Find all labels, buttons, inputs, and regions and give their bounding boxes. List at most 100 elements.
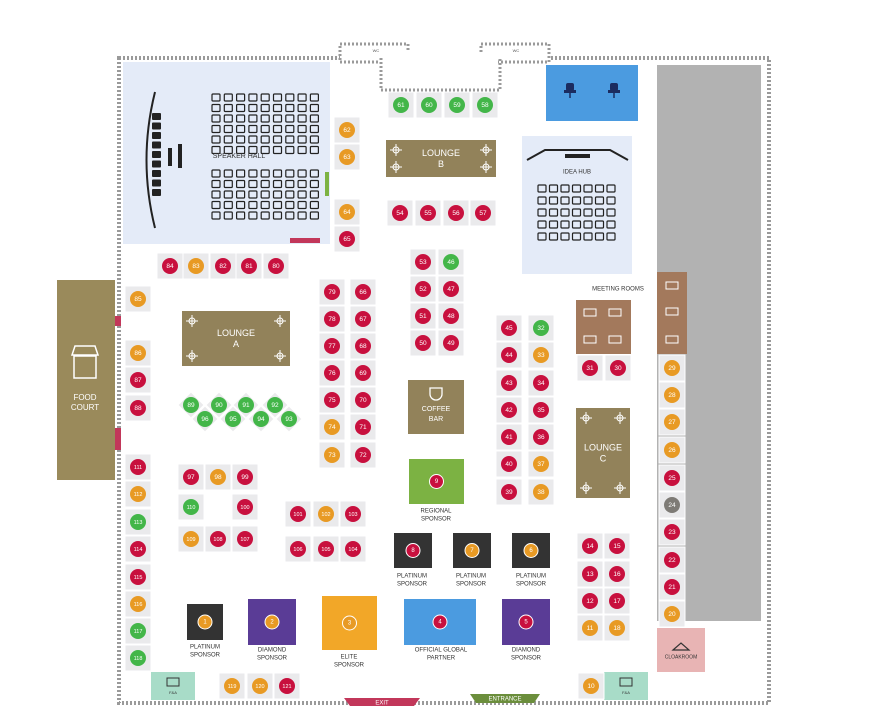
sponsor-marker-7[interactable]: [464, 543, 480, 558]
booth-30[interactable]: [610, 360, 626, 376]
booth-115[interactable]: [130, 569, 146, 585]
booth-27[interactable]: [664, 414, 680, 430]
booth-93[interactable]: [281, 411, 297, 427]
booth-23[interactable]: [664, 524, 680, 540]
booth-50[interactable]: [415, 335, 431, 351]
booth-64[interactable]: [339, 204, 355, 220]
booth-113[interactable]: [130, 514, 146, 530]
booth-103[interactable]: [345, 506, 361, 522]
booth-31[interactable]: [582, 360, 598, 376]
booth-10[interactable]: [583, 678, 599, 694]
booth-22[interactable]: [664, 552, 680, 568]
booth-63[interactable]: [339, 149, 355, 165]
booth-79[interactable]: [324, 284, 340, 300]
booth-104[interactable]: [345, 541, 361, 557]
booth-76[interactable]: [324, 365, 340, 381]
booth-14[interactable]: [582, 538, 598, 554]
booth-72[interactable]: [355, 447, 371, 463]
booth-45[interactable]: [501, 320, 517, 336]
booth-20[interactable]: [664, 606, 680, 622]
booth-55[interactable]: [420, 205, 436, 221]
booth-99[interactable]: [237, 469, 253, 485]
booth-80[interactable]: [268, 258, 284, 274]
booth-60[interactable]: [421, 97, 437, 113]
booth-58[interactable]: [477, 97, 493, 113]
booth-61[interactable]: [393, 97, 409, 113]
sponsor-marker-1[interactable]: [197, 614, 213, 630]
booth-24[interactable]: [664, 497, 680, 513]
booth-43[interactable]: [501, 375, 517, 391]
booth-112[interactable]: [130, 486, 146, 502]
sponsor-marker-4[interactable]: [432, 614, 448, 630]
booth-15[interactable]: [609, 538, 625, 554]
booth-97[interactable]: [183, 469, 199, 485]
sponsor-marker-8[interactable]: [405, 543, 421, 558]
booth-17[interactable]: [609, 593, 625, 609]
booth-117[interactable]: [130, 623, 146, 639]
booth-68[interactable]: [355, 338, 371, 354]
booth-71[interactable]: [355, 419, 371, 435]
booth-118[interactable]: [130, 650, 146, 666]
booth-96[interactable]: [197, 411, 213, 427]
booth-70[interactable]: [355, 392, 371, 408]
sponsor-marker-6[interactable]: [523, 543, 539, 558]
booth-53[interactable]: [415, 254, 431, 270]
booth-16[interactable]: [609, 566, 625, 582]
sponsor-marker-9[interactable]: [429, 474, 444, 489]
booth-36[interactable]: [533, 429, 549, 445]
booth-41[interactable]: [501, 429, 517, 445]
booth-81[interactable]: [241, 258, 257, 274]
booth-67[interactable]: [355, 311, 371, 327]
booth-94[interactable]: [253, 411, 269, 427]
booth-28[interactable]: [664, 387, 680, 403]
booth-26[interactable]: [664, 442, 680, 458]
sponsor-marker-3[interactable]: [342, 615, 357, 631]
booth-66[interactable]: [355, 284, 371, 300]
booth-49[interactable]: [443, 335, 459, 351]
booth-95[interactable]: [225, 411, 241, 427]
booth-46[interactable]: [443, 254, 459, 270]
sponsor-marker-5[interactable]: [518, 614, 534, 630]
booth-73[interactable]: [324, 447, 340, 463]
booth-85[interactable]: [130, 291, 146, 307]
booth-35[interactable]: [533, 402, 549, 418]
booth-37[interactable]: [533, 456, 549, 472]
booth-25[interactable]: [664, 470, 680, 486]
booth-12[interactable]: [582, 593, 598, 609]
booth-39[interactable]: [501, 484, 517, 500]
booth-18[interactable]: [609, 620, 625, 636]
booth-62[interactable]: [339, 122, 355, 138]
booth-48[interactable]: [443, 308, 459, 324]
booth-38[interactable]: [533, 484, 549, 500]
booth-54[interactable]: [392, 205, 408, 221]
booth-33[interactable]: [533, 347, 549, 363]
booth-59[interactable]: [449, 97, 465, 113]
booth-92[interactable]: [267, 397, 283, 413]
booth-13[interactable]: [582, 566, 598, 582]
booth-107[interactable]: [237, 531, 253, 547]
booth-90[interactable]: [211, 397, 227, 413]
booth-100[interactable]: [237, 499, 253, 515]
booth-65[interactable]: [339, 231, 355, 247]
booth-116[interactable]: [130, 596, 146, 612]
booth-98[interactable]: [210, 469, 226, 485]
booth-52[interactable]: [415, 281, 431, 297]
booth-69[interactable]: [355, 365, 371, 381]
booth-88[interactable]: [130, 400, 146, 416]
booth-119[interactable]: [224, 678, 240, 694]
booth-114[interactable]: [130, 541, 146, 557]
booth-77[interactable]: [324, 338, 340, 354]
booth-87[interactable]: [130, 372, 146, 388]
booth-40[interactable]: [501, 456, 517, 472]
booth-121[interactable]: [279, 678, 295, 694]
booth-109[interactable]: [183, 531, 199, 547]
booth-74[interactable]: [324, 419, 340, 435]
booth-84[interactable]: [162, 258, 178, 274]
booth-111[interactable]: [130, 459, 146, 475]
sponsor-marker-2[interactable]: [264, 614, 280, 630]
booth-29[interactable]: [664, 360, 680, 376]
booth-86[interactable]: [130, 345, 146, 361]
booth-108[interactable]: [210, 531, 226, 547]
booth-101[interactable]: [290, 506, 306, 522]
booth-83[interactable]: [188, 258, 204, 274]
